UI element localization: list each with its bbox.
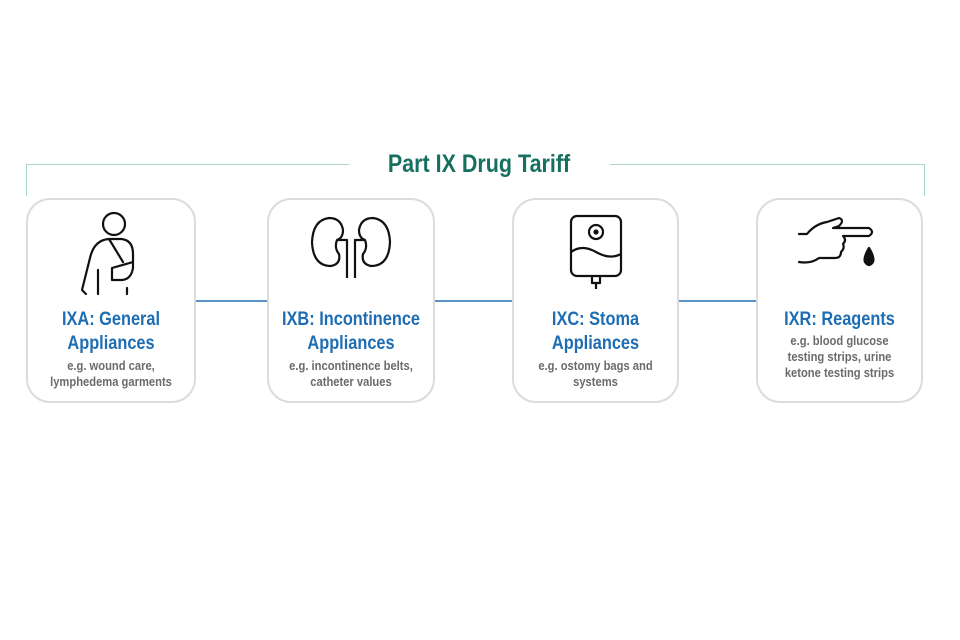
kidneys-icon <box>310 216 392 278</box>
card-description-line2: testing strips, urine <box>787 349 892 364</box>
card-description-line2: catheter values <box>310 374 392 389</box>
card-title-line1: IXC: Stoma <box>551 309 640 330</box>
card-title-line2: Appliances <box>551 333 640 354</box>
card-description-line3: ketone testing strips <box>784 365 895 380</box>
card-description-line1: e.g. wound care, <box>67 358 155 373</box>
connector-line <box>195 300 268 302</box>
ostomy-bag-icon <box>569 214 622 289</box>
card-ixc: IXC: Stoma Appliances e.g. ostomy bags a… <box>512 198 679 403</box>
bracket-left <box>26 164 349 196</box>
card-ixb: IXB: Incontinence Appliances e.g. incont… <box>267 198 435 403</box>
card-ixr: IXR: Reagents e.g. blood glucose testing… <box>756 198 923 403</box>
card-title-line2: Appliances <box>67 333 155 354</box>
card-ixa: IXA: General Appliances e.g. wound care,… <box>26 198 196 403</box>
card-description-line1: e.g. blood glucose <box>790 333 889 348</box>
card-title-line1: IXR: Reagents <box>784 309 895 330</box>
connector-line <box>434 300 512 302</box>
card-description-line2: systems <box>573 374 618 389</box>
arm-sling-icon <box>80 211 135 296</box>
card-title-line2: Appliances <box>307 333 395 354</box>
card-title-line1: IXA: General <box>61 309 161 330</box>
card-description-line1: e.g. incontinence belts, <box>289 358 413 373</box>
finger-blood-drop-icon <box>797 216 875 267</box>
connector-line <box>678 300 756 302</box>
card-description-line2: lymphedema garments <box>50 374 172 389</box>
card-description-line1: e.g. ostomy bags and <box>538 358 653 373</box>
bracket-right <box>610 164 925 196</box>
diagram-title: Part IX Drug Tariff <box>387 150 571 178</box>
card-title-line1: IXB: Incontinence <box>281 309 421 330</box>
